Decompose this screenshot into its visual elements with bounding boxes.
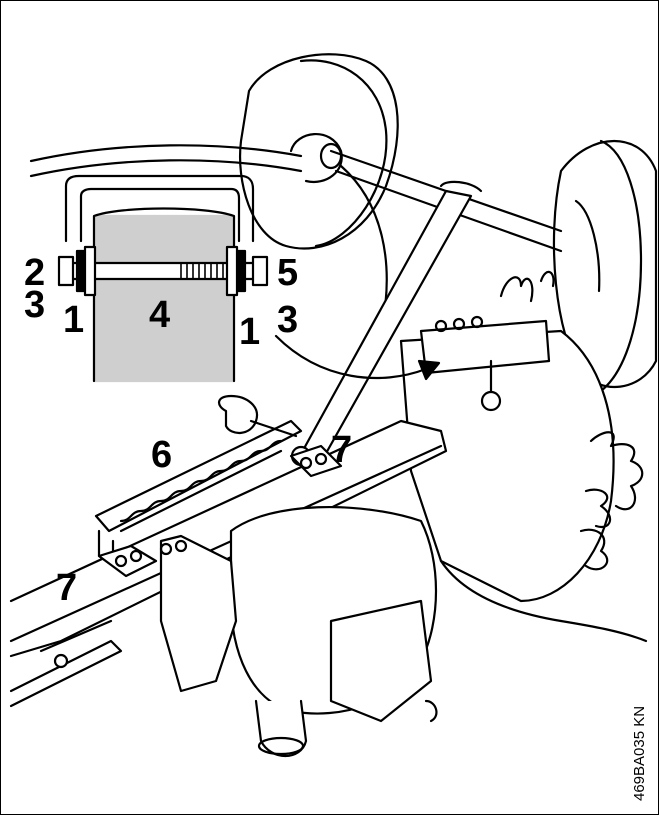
callout-4: 4 <box>149 294 171 336</box>
callout-2: 2 <box>24 252 46 294</box>
callout-3-right: 3 <box>277 299 299 341</box>
callout-6: 6 <box>151 434 173 476</box>
rear-wheel-right <box>552 139 658 393</box>
motor-assembly <box>53 505 438 757</box>
engine-housing <box>399 270 648 643</box>
chassis-frame <box>9 419 448 708</box>
inset-detail <box>29 144 303 383</box>
callout-1-right: 1 <box>239 311 261 353</box>
detail-arrow <box>274 334 441 381</box>
callout-1-left: 1 <box>63 299 85 341</box>
callout-7-left: 7 <box>56 567 78 609</box>
callout-7-right: 7 <box>331 429 353 471</box>
reference-code: 469BA035 KN <box>631 705 648 801</box>
notched-adjustment-plate <box>94 394 343 578</box>
rear-wheel-top <box>239 53 399 250</box>
callout-3-left: 3 <box>24 284 46 326</box>
callout-5: 5 <box>277 252 299 294</box>
